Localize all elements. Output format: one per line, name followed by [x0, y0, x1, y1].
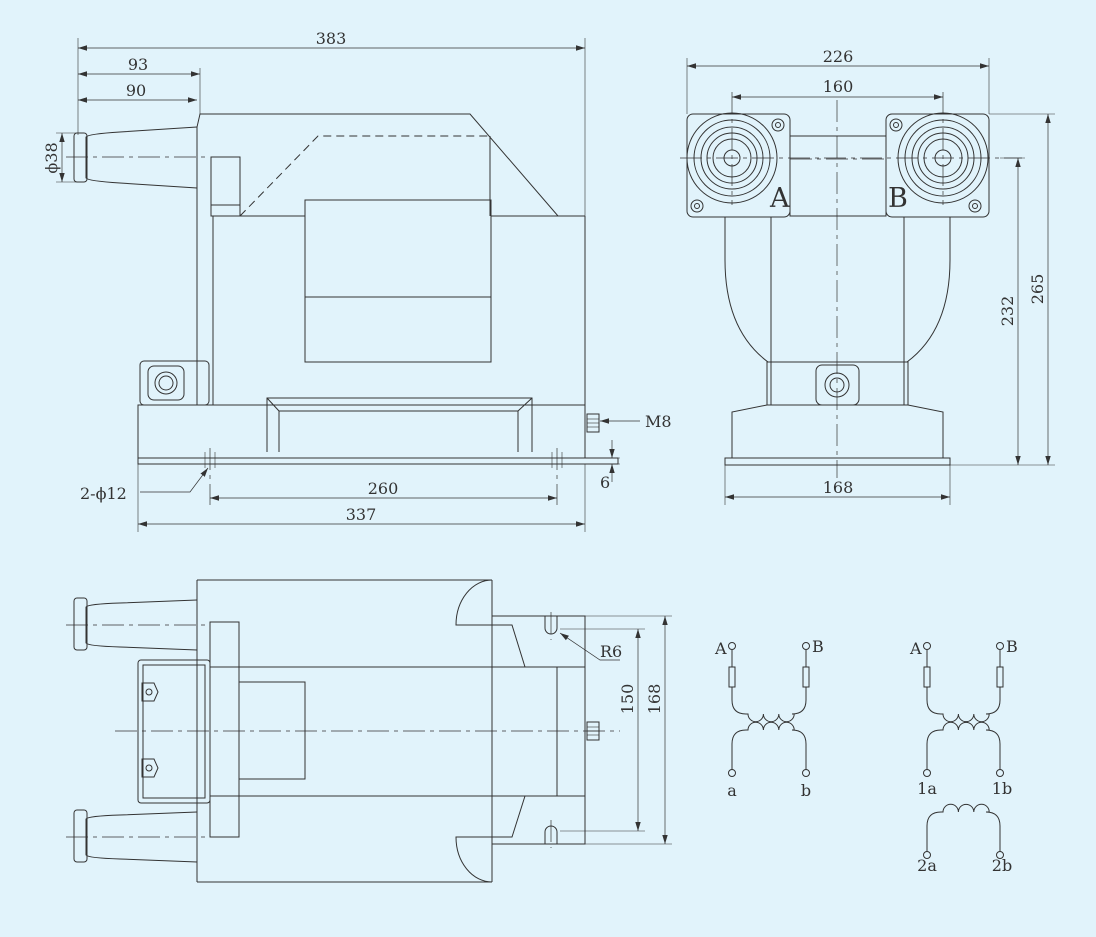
dim-226: 226	[823, 47, 854, 66]
dim-337: 337	[346, 505, 377, 524]
terminal-a-label: A	[769, 183, 790, 214]
dim-168: 168	[823, 478, 854, 497]
dim-90: 90	[126, 81, 146, 100]
label-m8: M8	[645, 412, 672, 431]
dim-bushing-dia: ϕ38	[42, 142, 61, 173]
terminal-b-label: B	[888, 183, 908, 214]
dim-168-top: 168	[645, 684, 664, 715]
sch2-2b: 2b	[992, 856, 1012, 875]
front-view: 383 93 90 ϕ38 M8 2-ϕ12 260 337 6	[42, 29, 672, 532]
sch1-a: a	[727, 781, 737, 800]
sch1-A: A	[714, 639, 727, 658]
label-holes: 2-ϕ12	[80, 484, 127, 503]
dim-260: 260	[368, 479, 399, 498]
schematic-single: A B a b	[714, 637, 824, 800]
dim-160: 160	[823, 77, 854, 96]
dim-265: 265	[1028, 274, 1047, 305]
sch2-1a: 1a	[917, 779, 937, 798]
dim-93: 93	[128, 55, 148, 74]
side-view: A B 226 160 168 232 265	[680, 47, 1055, 505]
label-r6: R6	[600, 642, 622, 661]
dim-232: 232	[998, 296, 1017, 327]
sch2-B: B	[1006, 637, 1018, 656]
dim-150: 150	[618, 684, 637, 715]
bolt-icons	[690, 118, 982, 213]
sch2-2a: 2a	[917, 856, 937, 875]
dim-383: 383	[316, 29, 347, 48]
sch1-b: b	[801, 781, 811, 800]
top-view: R6 150 168	[66, 579, 672, 883]
sch2-1b: 1b	[992, 779, 1012, 798]
sch1-B: B	[812, 637, 824, 656]
sch2-A: A	[909, 639, 922, 658]
schematic-double: A B 1a 1b 2a 2b	[909, 637, 1018, 875]
dim-6: 6	[600, 473, 610, 492]
